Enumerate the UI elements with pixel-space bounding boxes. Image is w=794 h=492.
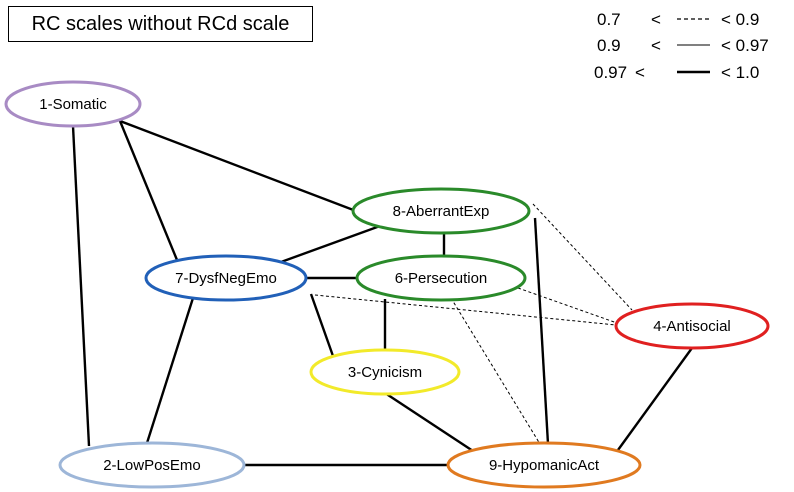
edge-aberrantexp-hypomanicact	[533, 217, 550, 445]
node-ellipse-aberrantexp	[351, 187, 531, 235]
legend-row-medium: 0.9 < < 0.97	[597, 36, 769, 55]
legend-lt-medium: <	[651, 36, 661, 55]
legend: 0.7 < < 0.9 0.9 < < 0.97 0.97 < < 1.0	[594, 10, 769, 82]
legend-high-medium: < 0.97	[721, 36, 769, 55]
node-label-persecution: 6-Persecution	[395, 270, 488, 287]
edge-antisocial-hypomanicact	[617, 347, 693, 451]
node-ellipse-cynicism	[309, 348, 461, 396]
legend-low-medium: 0.9	[597, 36, 621, 55]
edge-cynicism-hypomanicact	[384, 391, 474, 453]
edge-aberrantexp-dysfnegemo	[280, 224, 381, 264]
legend-low-weak: 0.7	[597, 10, 621, 29]
diagram-title: RC scales without RCd scale	[8, 6, 313, 42]
node-ellipse-persecution	[355, 254, 527, 302]
legend-lt-weak: <	[651, 10, 661, 29]
legend-row-strong: 0.97 < < 1.0	[594, 63, 759, 82]
edge-somatic-dysfnegemo	[118, 120, 179, 261]
edge-persecution-antisocial	[517, 287, 618, 324]
edges-layer	[71, 119, 693, 467]
edge-dysfnegemo-cynicism	[309, 293, 335, 357]
node-ellipse-somatic	[4, 80, 142, 128]
legend-high-weak: < 0.9	[721, 10, 759, 29]
edge-dysfnegemo-lowposemo	[145, 297, 195, 444]
node-ellipse-lowposemo	[58, 441, 246, 489]
edge-somatic-aberrantexp	[119, 119, 357, 213]
node-ellipse-hypomanicact	[446, 441, 642, 489]
edge-somatic-lowposemo	[71, 125, 91, 447]
node-antisocial: 4-Antisocial	[614, 302, 770, 350]
node-aberrantexp: 8-AberrantExp	[351, 187, 531, 235]
node-label-somatic: 1-Somatic	[39, 96, 107, 113]
node-label-antisocial: 4-Antisocial	[653, 318, 731, 335]
legend-row-weak: 0.7 < < 0.9	[597, 10, 759, 29]
edge-aberrantexp-antisocial	[532, 203, 633, 311]
node-cynicism: 3-Cynicism	[309, 348, 461, 396]
node-somatic: 1-Somatic	[4, 80, 142, 128]
node-hypomanicact: 9-HypomanicAct	[446, 441, 642, 489]
node-dysfnegemo: 7-DysfNegEmo	[144, 254, 308, 302]
edge-dysfnegemo-antisocial	[314, 294, 617, 326]
node-label-cynicism: 3-Cynicism	[348, 364, 422, 381]
node-ellipse-dysfnegemo	[144, 254, 308, 302]
node-persecution: 6-Persecution	[355, 254, 527, 302]
node-label-aberrantexp: 8-AberrantExp	[393, 203, 490, 220]
node-ellipse-antisocial	[614, 302, 770, 350]
legend-lt-strong: <	[635, 63, 645, 82]
legend-low-strong: 0.97	[594, 63, 627, 82]
legend-high-strong: < 1.0	[721, 63, 759, 82]
node-label-lowposemo: 2-LowPosEmo	[103, 457, 201, 474]
node-label-dysfnegemo: 7-DysfNegEmo	[175, 270, 277, 287]
nodes-layer: 1-Somatic 2-LowPosEmo 3-Cynicism 4-Antisoci…	[4, 80, 770, 489]
node-label-hypomanicact: 9-HypomanicAct	[489, 457, 600, 474]
node-lowposemo: 2-LowPosEmo	[58, 441, 246, 489]
edge-persecution-hypomanicact	[450, 297, 541, 445]
